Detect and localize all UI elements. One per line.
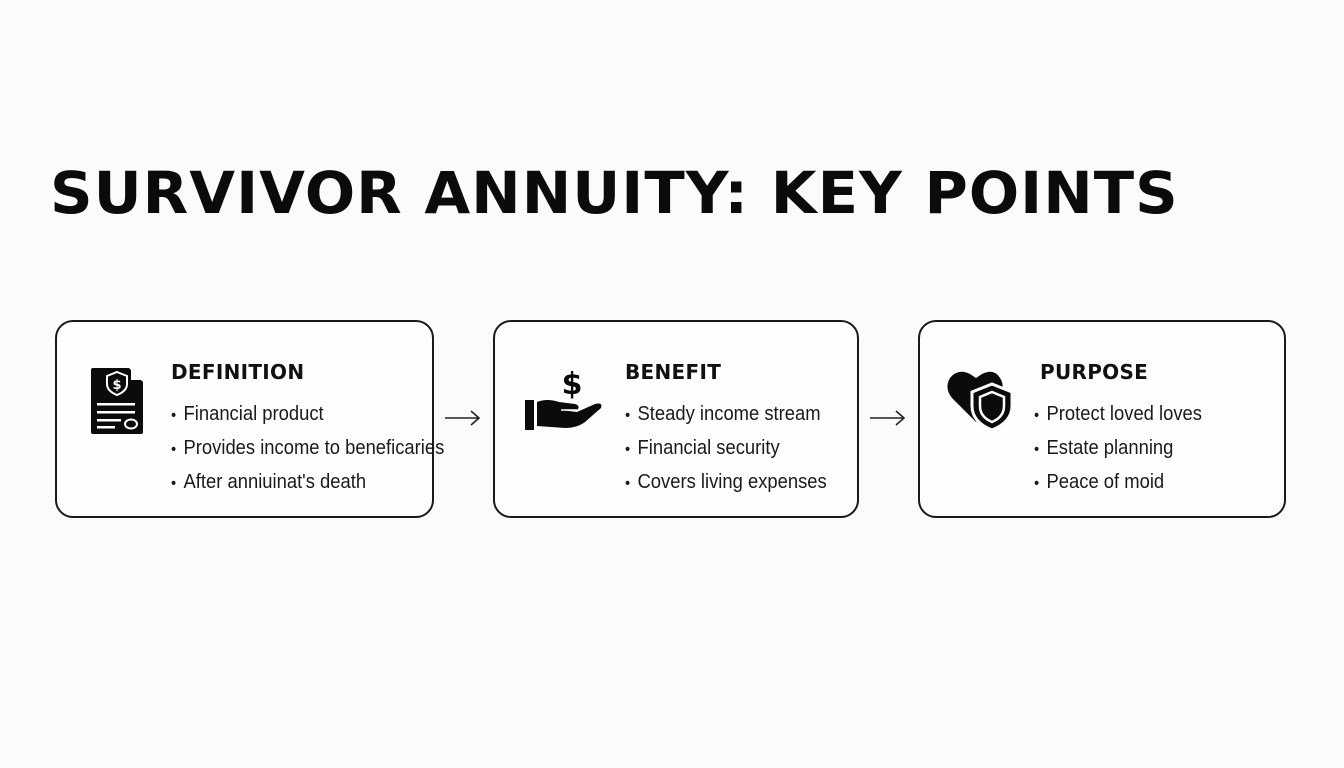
list-item: Steady income stream	[625, 398, 827, 432]
document-dollar-icon: $	[89, 366, 145, 441]
list-item: Covers living expenses	[625, 466, 827, 500]
list-item: Estate planning	[1034, 432, 1202, 466]
card-heading: PURPOSE	[1040, 360, 1149, 384]
bullet-list: Steady income stream Financial security …	[625, 398, 844, 500]
list-item: Financial security	[625, 432, 827, 466]
card-benefit: $ BENEFIT Steady income stream Financial…	[493, 320, 859, 518]
arrow-right-icon	[444, 408, 482, 433]
card-heading: BENEFIT	[625, 360, 722, 384]
list-item: Protect loved loves	[1034, 398, 1202, 432]
card-definition: $ DEFINITION Financial product Provides …	[55, 320, 444, 518]
card-heading: DEFINITION	[171, 360, 305, 384]
list-item: Financial product	[171, 398, 444, 432]
svg-text:$: $	[562, 367, 583, 402]
svg-text:$: $	[112, 378, 121, 393]
page-title: SURVIVOR ANNUITY: KEY POINTS	[50, 159, 1179, 227]
bullet-list: Protect loved loves Estate planning Peac…	[1034, 398, 1217, 500]
list-item: Peace of moid	[1034, 466, 1202, 500]
hand-dollar-icon: $	[525, 366, 605, 437]
arrow-right-icon	[869, 408, 907, 433]
list-item: After anniuinat's death	[171, 466, 444, 500]
bullet-list: Financial product Provides income to ben…	[171, 398, 468, 500]
heart-shield-icon	[946, 366, 1016, 437]
card-purpose: PURPOSE Protect loved loves Estate plann…	[918, 320, 1286, 518]
list-item: Provides income to beneficaries	[171, 432, 445, 466]
